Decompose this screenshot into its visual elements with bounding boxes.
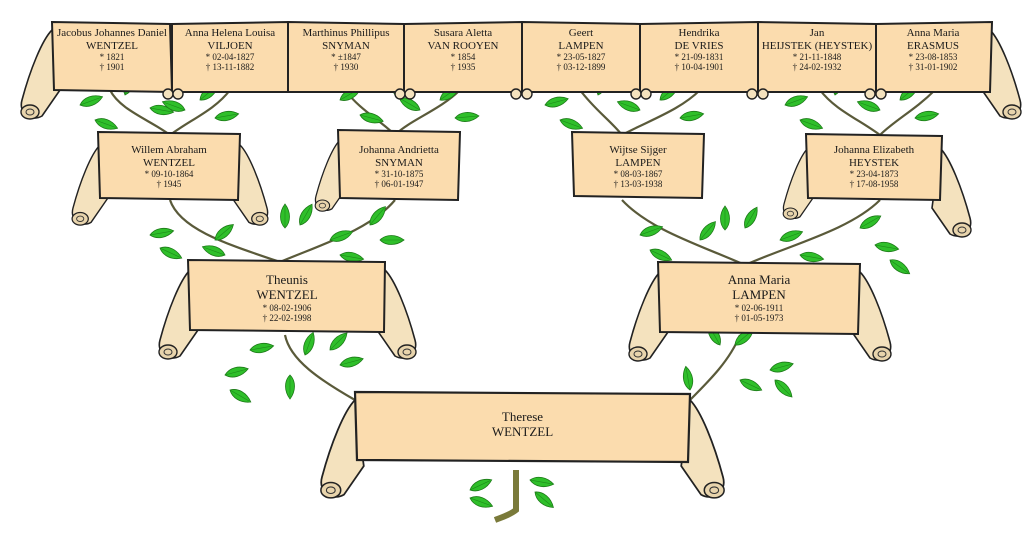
birth-date: * 02-06-1911 xyxy=(734,302,784,313)
given-name: Anna Maria xyxy=(727,272,791,287)
death-date: † 06-01-1947 xyxy=(374,179,424,190)
death-date: † 03-12-1899 xyxy=(556,62,606,73)
birth-date: * 23-05-1827 xyxy=(556,52,606,63)
surname: WENTZEL xyxy=(143,156,195,169)
surname: LAMPEN xyxy=(558,39,604,52)
surname: VILJOEN xyxy=(207,39,253,52)
given-name: Theunis xyxy=(266,272,308,287)
given-name: Johanna Andrietta xyxy=(359,144,439,156)
death-date: † 10-04-1901 xyxy=(674,62,724,73)
given-name: Jan xyxy=(809,27,825,39)
person-card-root: Therese WENTZEL xyxy=(357,409,688,440)
given-name: Johanna Elizabeth xyxy=(833,144,915,156)
birth-date: * ±1847 xyxy=(331,52,361,63)
birth-date: * 23-08-1853 xyxy=(908,52,958,63)
birth-date: * 31-10-1875 xyxy=(374,169,424,180)
death-date: † 1901 xyxy=(99,62,125,73)
death-date: † 13-03-1938 xyxy=(613,179,663,190)
birth-date: * 1854 xyxy=(450,52,476,63)
person-card: Jacobus Johannes Daniel WENTZEL * 1821 †… xyxy=(54,27,170,72)
death-date: † 24-02-1932 xyxy=(792,62,842,73)
surname: SNYMAN xyxy=(322,39,370,52)
person-card: Theunis WENTZEL * 08-02-1906 † 22-02-199… xyxy=(190,272,384,323)
person-card: Jan HEIJSTEK (HEYSTEK) * 21-11-1848 † 24… xyxy=(758,27,876,72)
birth-date: * 02-04-1827 xyxy=(205,52,255,63)
person-card: Hendrika DE VRIES * 21-09-1831 † 10-04-1… xyxy=(640,27,758,72)
surname: LAMPEN xyxy=(732,286,786,302)
branches xyxy=(109,89,936,523)
scroll-shapes xyxy=(20,20,1022,499)
given-name: Susara Aletta xyxy=(433,27,493,39)
given-name: Jacobus Johannes Daniel xyxy=(57,27,167,39)
surname: HEIJSTEK (HEYSTEK) xyxy=(761,39,873,52)
person-card: Anna Maria ERASMUS * 23-08-1853 † 31-01-… xyxy=(876,27,990,72)
given-name: Wijtse Sijger xyxy=(609,144,667,156)
person-card: Wijtse Sijger LAMPEN * 08-03-1867 † 13-0… xyxy=(574,144,702,189)
given-name: Therese xyxy=(501,409,544,424)
person-card: Susara Aletta VAN ROOYEN * 1854 † 1935 xyxy=(404,27,522,72)
given-name: Hendrika xyxy=(678,27,720,39)
surname: WENTZEL xyxy=(256,286,318,302)
given-name: Anna Maria xyxy=(906,27,960,39)
surname: WENTZEL xyxy=(491,423,554,439)
birth-date: * 09-10-1864 xyxy=(144,169,194,180)
given-name: Geert xyxy=(568,27,594,39)
birth-date: * 08-03-1867 xyxy=(613,169,663,180)
birth-date: * 08-02-1906 xyxy=(262,302,312,313)
surname: WENTZEL xyxy=(86,39,138,52)
person-card: Willem Abraham WENTZEL * 09-10-1864 † 19… xyxy=(100,144,238,189)
surname: VAN ROOYEN xyxy=(427,39,499,52)
person-card: Marthinus Phillipus SNYMAN * ±1847 † 193… xyxy=(288,27,404,72)
birth-date: * 21-11-1848 xyxy=(792,52,842,63)
person-card: Anna Helena Louisa VILJOEN * 02-04-1827 … xyxy=(172,27,288,72)
death-date: † 1935 xyxy=(450,62,476,73)
death-date: † 22-02-1998 xyxy=(262,312,312,323)
surname: SNYMAN xyxy=(375,156,423,169)
person-card: Johanna Andrietta SNYMAN * 31-10-1875 † … xyxy=(340,144,458,189)
death-date: † 01-05-1973 xyxy=(734,312,784,323)
death-date: † 17-08-1958 xyxy=(849,179,899,190)
death-date: † 1945 xyxy=(156,179,182,190)
person-card: Anna Maria LAMPEN * 02-06-1911 † 01-05-1… xyxy=(660,272,858,323)
surname: LAMPEN xyxy=(615,156,661,169)
person-card: Geert LAMPEN * 23-05-1827 † 03-12-1899 xyxy=(522,27,640,72)
surname: ERASMUS xyxy=(907,39,959,52)
surname: DE VRIES xyxy=(674,39,724,52)
birth-date: * 1821 xyxy=(99,52,125,63)
surname: HEYSTEK xyxy=(848,156,900,169)
birth-date: * 21-09-1831 xyxy=(674,52,724,63)
given-name: Anna Helena Louisa xyxy=(184,27,276,39)
person-card: Johanna Elizabeth HEYSTEK * 23-04-1873 †… xyxy=(808,144,940,189)
given-name: Marthinus Phillipus xyxy=(302,27,390,39)
birth-date: * 23-04-1873 xyxy=(849,169,899,180)
given-name: Willem Abraham xyxy=(131,144,207,156)
death-date: † 31-01-1902 xyxy=(908,62,958,73)
death-date: † 1930 xyxy=(333,62,359,73)
death-date: † 13-11-1882 xyxy=(205,62,255,73)
